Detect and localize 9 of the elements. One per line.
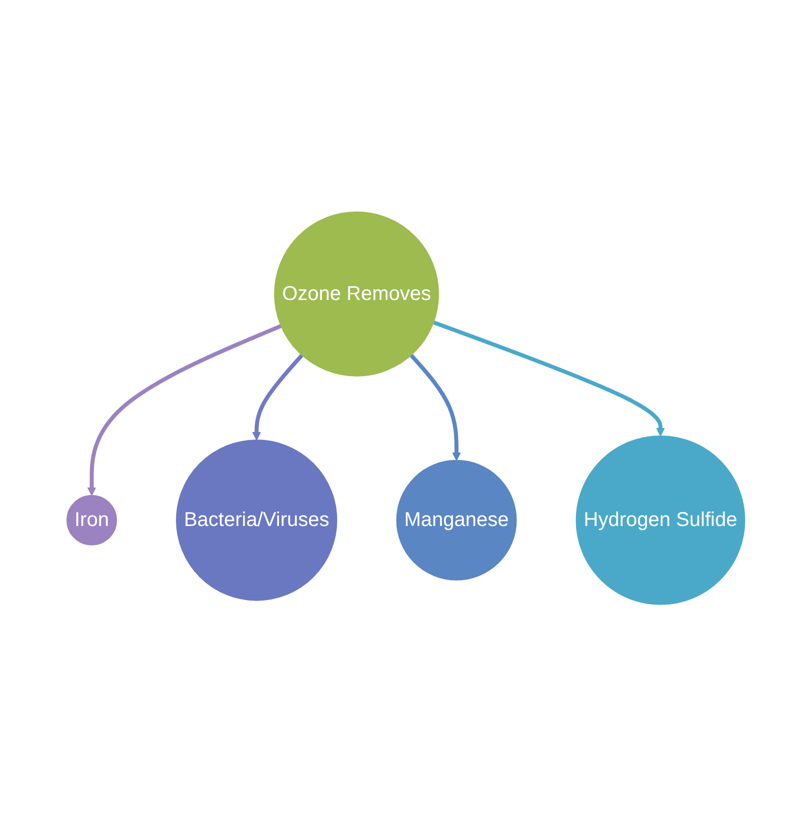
node-circle: Manganese — [396, 460, 517, 581]
arrow — [252, 354, 304, 441]
node-circle: Iron — [66, 495, 118, 546]
arrow — [87, 324, 282, 496]
arrow — [432, 320, 666, 437]
arrow — [410, 354, 462, 462]
node-circle: Bacteria/Viruses — [176, 440, 338, 602]
node-circle: Ozone Removes — [274, 212, 440, 377]
node-circle: Hydrogen Sulfide — [576, 436, 746, 606]
